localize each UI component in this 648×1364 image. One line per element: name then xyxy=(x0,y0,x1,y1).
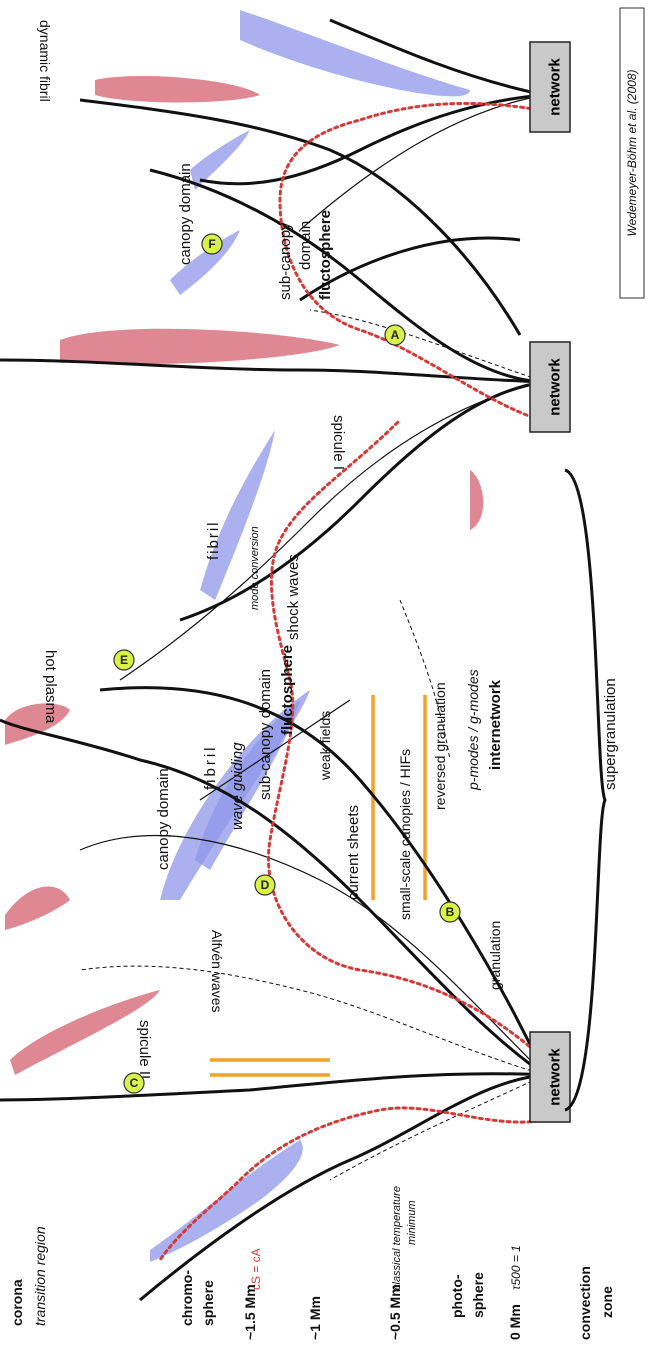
hot-plasma-label: hot plasma xyxy=(42,650,59,724)
spicule-ii-label: spicule II xyxy=(136,1020,153,1079)
internetwork-label: internetwork xyxy=(487,679,504,770)
weak-fields-label: weak fields xyxy=(317,711,333,781)
canopy-domain-label-2: canopy domain xyxy=(177,163,194,265)
network-box-2: network xyxy=(530,342,570,432)
wave-guiding-label: wave guiding xyxy=(229,742,246,830)
sub-canopy-domain-label-1: sub-canopy domain xyxy=(257,669,274,800)
field-lines xyxy=(0,20,545,1300)
reversed-granulation-label: reversed granulation xyxy=(432,682,448,810)
svg-text:D: D xyxy=(261,878,270,892)
height-0-5mm-label: ~0.5 Mm xyxy=(387,1284,403,1340)
marker-b: B xyxy=(440,902,460,922)
fibril-label-1: fibril xyxy=(202,744,219,790)
mode-conversion-label: mode conversion xyxy=(249,526,261,610)
marker-a: A xyxy=(385,325,405,345)
photosphere-label-2: sphere xyxy=(470,1272,486,1318)
network-box-1: network xyxy=(530,1032,570,1122)
tau-label: τ500 = 1 xyxy=(509,1245,523,1290)
cs-ca-label: cS = cA xyxy=(249,1248,263,1290)
chromosphere-blue-region xyxy=(150,1140,303,1262)
convection-zone-label-1: convection xyxy=(577,1266,593,1340)
corona-pink-region xyxy=(5,886,70,930)
photosphere-label-1: photo- xyxy=(449,1274,465,1318)
supergranulation-bracket xyxy=(565,470,605,1110)
classical-temperature-label: classical temperature xyxy=(391,1186,403,1290)
marker-d: D xyxy=(255,875,275,895)
top-pink-region xyxy=(95,76,260,103)
supergranulation-label: supergranulation xyxy=(602,678,619,790)
upper-pink-region xyxy=(470,470,483,530)
minimum-label: minimum xyxy=(406,1200,418,1245)
credit-label: Wedemeyer-Böhm et al. (2008) xyxy=(625,70,639,237)
height-axis-labels: corona transition region chromo- sphere … xyxy=(9,1186,615,1340)
svg-text:B: B xyxy=(446,905,455,919)
network-label-2: network xyxy=(547,358,564,416)
spicule-i-region xyxy=(60,329,340,364)
network-label-3: network xyxy=(547,58,564,116)
credit-box: Wedemeyer-Böhm et al. (2008) xyxy=(620,8,644,298)
fibril-label-2: fibril xyxy=(205,520,222,560)
field-line xyxy=(0,360,545,382)
dynamic-fibril-blue-region xyxy=(240,10,470,96)
chromosphere-label-1: chromo- xyxy=(179,1270,195,1326)
dynamic-fibril-label: dynamic fibril xyxy=(37,20,53,102)
height-1mm-label: ~1 Mm xyxy=(307,1296,323,1340)
network-boxes: network network network xyxy=(530,42,570,1122)
marker-e: E xyxy=(114,650,134,670)
field-line xyxy=(0,1074,545,1100)
height-0mm-label: 0 Mm xyxy=(507,1304,523,1340)
shock-waves-label: shock waves xyxy=(285,554,302,640)
fibril-blue-region-3 xyxy=(200,430,275,600)
svg-text:E: E xyxy=(120,653,128,667)
field-line xyxy=(300,95,545,230)
marker-c: C xyxy=(124,1073,144,1093)
marker-f: F xyxy=(202,234,222,254)
granulation-label: granulation xyxy=(487,921,503,990)
fluctosphere-label-1: fluctosphere xyxy=(279,645,296,735)
network-box-3: network xyxy=(530,42,570,132)
network-label-1: network xyxy=(547,1048,564,1106)
field-line xyxy=(140,1075,545,1300)
convection-zone-label-2: zone xyxy=(599,1286,615,1318)
canopy-domain-label-1: canopy domain xyxy=(155,768,172,870)
cs-ca-boundary-1 xyxy=(160,1108,545,1260)
small-scale-canopies-label: small-scale canopies / HIFs xyxy=(397,749,413,920)
transition-region-label: transition region xyxy=(32,1226,48,1326)
height-1-5mm-label: ~1.5 Mm xyxy=(242,1284,258,1340)
svg-text:A: A xyxy=(391,328,400,342)
chromosphere-label-2: sphere xyxy=(200,1280,216,1326)
fluctosphere-label-2: fluctosphere xyxy=(317,210,334,300)
svg-text:C: C xyxy=(130,1076,139,1090)
canopy-blue-region-1 xyxy=(190,130,250,190)
alfven-waves-label: Alfvén waves xyxy=(209,930,225,1012)
svg-text:F: F xyxy=(208,237,215,251)
spicule-i-label: spicule I xyxy=(330,415,347,470)
current-sheets-label: current sheets xyxy=(345,805,362,900)
field-line xyxy=(330,1075,545,1180)
sub-canopy-label-2a: sub-canopy xyxy=(277,222,294,300)
sub-canopy-label-2b: domain xyxy=(297,221,314,270)
feature-labels: spicule II Alfvén waves canopy domain fi… xyxy=(37,20,619,1079)
corona-label: corona xyxy=(9,1279,25,1326)
p-modes-label: p-modes / g-modes xyxy=(465,669,481,791)
